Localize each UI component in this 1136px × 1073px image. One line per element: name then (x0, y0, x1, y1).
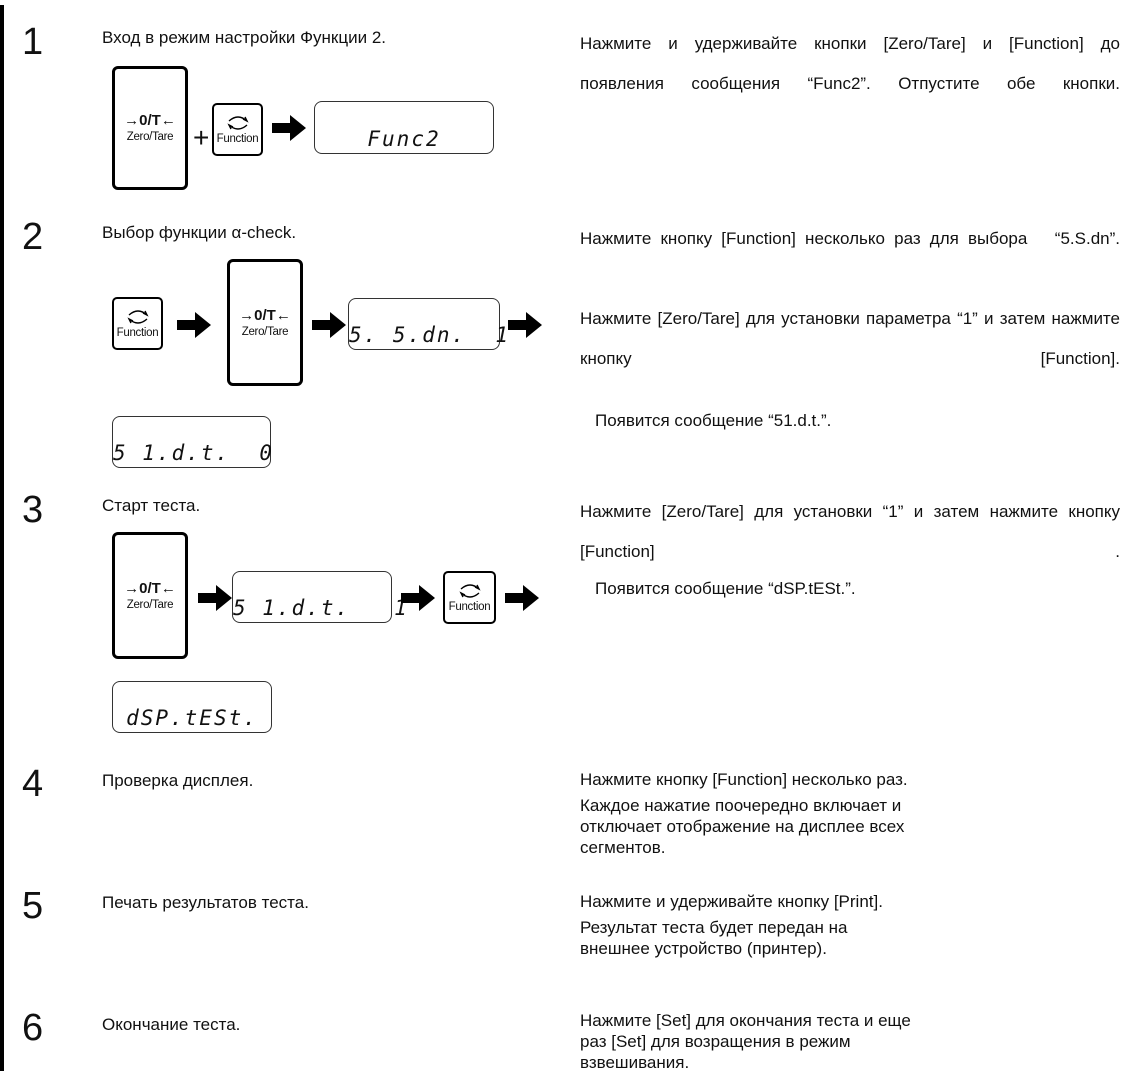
step-2-description-3: Появится сообщение “51.d.t.”. (595, 411, 832, 430)
zero-tare-label: Zero/Tare (126, 131, 174, 143)
step-4-description-1: Нажмите кнопку [Function] несколько раз. (580, 770, 908, 789)
zero-tare-symbol: →0/T← (124, 579, 176, 597)
function-label: Function (448, 600, 491, 613)
step-5-number: 5 (22, 885, 44, 927)
step-6-description-1: Нажмите [Set] для окончания теста и еще … (580, 1011, 911, 1072)
zero-tare-key: →0/T← Zero/Tare (112, 66, 188, 190)
display-51dt-0: 5 1.d.t. 0 (112, 416, 275, 468)
cycle-arrows-icon (458, 583, 481, 598)
display-readout: dSP.tESt. (126, 706, 258, 730)
step-4-number: 4 (22, 763, 44, 805)
step-2-description-2: Нажмите [Zero/Tare] для установки параме… (580, 309, 1120, 368)
left-margin-rule (0, 5, 4, 1071)
step-3-description-1: Нажмите [Zero/Tare] для установки “1” и … (580, 502, 1120, 561)
right-arrow-icon (272, 115, 306, 141)
right-arrow-icon (401, 585, 435, 611)
cycle-arrows-icon (126, 309, 149, 324)
function-label: Function (216, 132, 259, 145)
step-4-description-2: Каждое нажатие поочередно включает и отк… (580, 796, 905, 857)
step-3-title: Старт теста. (102, 496, 201, 515)
display-5sdn-1: 5. 5.dn. 1 (348, 298, 511, 350)
function-key: Function (112, 297, 163, 350)
step-1-description: Нажмите и удерживайте кнопки [Zero/Tare]… (580, 34, 1120, 93)
zero-tare-symbol: →0/T← (239, 306, 291, 324)
right-arrow-icon (198, 585, 232, 611)
display-readout: 5 1.d.t. 0 (113, 441, 275, 465)
function-key: Function (443, 571, 496, 624)
step-2-description-1: Нажмите кнопку [Function] несколько раз … (580, 229, 1120, 248)
display-func2: Func2 (314, 101, 494, 154)
right-arrow-icon (505, 585, 539, 611)
plus-sign: + (193, 122, 210, 153)
step-1-number: 1 (22, 21, 44, 63)
step-3-description-2: Появится сообщение “dSP.tESt.”. (595, 579, 856, 598)
display-51dt-1: 5 1.d.t. 1 (232, 571, 409, 623)
zero-tare-label: Zero/Tare (126, 598, 174, 611)
step-4-title: Проверка дисплея. (102, 771, 254, 790)
display-readout: Func2 (367, 127, 441, 151)
step-6-title: Окончание теста. (102, 1015, 241, 1034)
step-5-description-1: Нажмите и удерживайте кнопку [Print]. (580, 892, 883, 911)
zero-tare-key: →0/T← Zero/Tare (112, 532, 188, 659)
step-1-title: Вход в режим настройки Функции 2. (102, 28, 387, 47)
function-key: Function (212, 103, 263, 156)
display-readout: 5. 5.dn. 1 (349, 323, 511, 347)
zero-tare-symbol: →0/T← (124, 112, 176, 129)
step-2-number: 2 (22, 216, 44, 258)
right-arrow-icon (312, 312, 346, 338)
step-6-number: 6 (22, 1007, 44, 1049)
zero-tare-label: Zero/Tare (241, 325, 289, 338)
zero-tare-key: →0/T← Zero/Tare (227, 259, 303, 386)
step-5-description-2: Результат теста будет передан на внешнее… (580, 918, 848, 958)
right-arrow-icon (508, 312, 542, 338)
function-label: Function (116, 326, 159, 339)
step-3-number: 3 (22, 489, 44, 531)
display-dsp-test: dSP.tESt. (112, 681, 272, 733)
cycle-arrows-icon (226, 115, 249, 130)
step-5-title: Печать результатов теста. (102, 893, 309, 912)
display-readout: 5 1.d.t. 1 (233, 596, 409, 620)
step-2-title: Выбор функции α-check. (102, 223, 297, 242)
right-arrow-icon (177, 312, 211, 338)
